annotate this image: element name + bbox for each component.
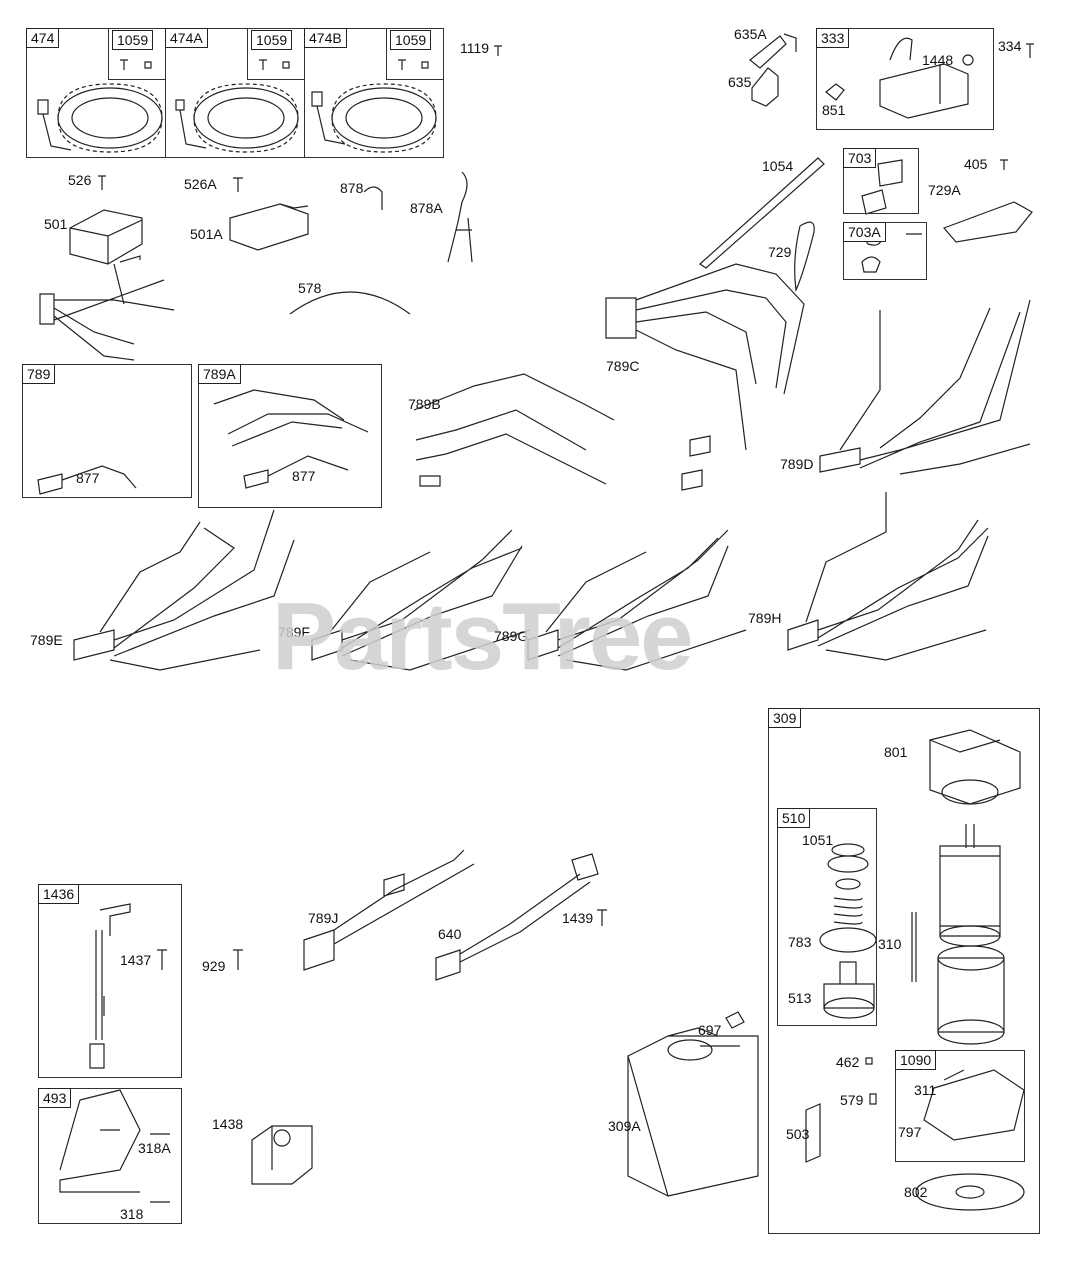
callout-789D[interactable]: 789D <box>780 456 814 472</box>
frame-1436 <box>38 884 182 1078</box>
callout-526A[interactable]: 526A <box>184 176 217 192</box>
stator-474B-drawing <box>312 84 436 152</box>
frame-label-1059-a: 1059 <box>112 30 154 50</box>
frame-789 <box>22 364 192 498</box>
callout-1119[interactable]: 1119 <box>460 40 490 56</box>
callout-526[interactable]: 526 <box>68 172 92 188</box>
callout-789G[interactable]: 789G <box>494 628 529 644</box>
callout-635A[interactable]: 635A <box>734 26 767 42</box>
callout-1439[interactable]: 1439 <box>562 910 594 926</box>
frame-493 <box>38 1088 182 1224</box>
callout-513[interactable]: 513 <box>788 990 812 1006</box>
frame-label-309: 309 <box>768 708 802 728</box>
callout-318A[interactable]: 318A <box>138 1140 171 1156</box>
frame-label-333: 333 <box>816 28 850 48</box>
callout-789J[interactable]: 789J <box>308 910 339 926</box>
frame-510 <box>777 808 877 1026</box>
callout-334[interactable]: 334 <box>998 38 1022 54</box>
callout-501A[interactable]: 501A <box>190 226 223 242</box>
frame-label-703: 703 <box>843 148 877 168</box>
frame-703 <box>843 148 919 214</box>
frame-label-789: 789 <box>22 364 56 384</box>
harness-789F-drawing <box>312 530 530 670</box>
callout-789E[interactable]: 789E <box>30 632 63 648</box>
callout-851[interactable]: 851 <box>822 102 846 118</box>
frame-label-474A: 474A <box>165 28 208 48</box>
frame-333 <box>816 28 994 130</box>
frame-1059-b <box>247 28 305 80</box>
callout-1051[interactable]: 1051 <box>802 832 834 848</box>
harness-789G-drawing <box>528 530 746 670</box>
callout-797[interactable]: 797 <box>898 1124 922 1140</box>
callout-1438[interactable]: 1438 <box>212 1116 244 1132</box>
frame-1059-c <box>386 28 444 80</box>
frame-label-474: 474 <box>26 28 60 48</box>
frame-label-510: 510 <box>777 808 811 828</box>
frame-789A <box>198 364 382 508</box>
frame-label-1059-b: 1059 <box>251 30 293 50</box>
callout-801[interactable]: 801 <box>884 744 908 760</box>
callout-789H[interactable]: 789H <box>748 610 782 626</box>
callout-501[interactable]: 501 <box>44 216 68 232</box>
callout-310[interactable]: 310 <box>878 936 902 952</box>
callout-405[interactable]: 405 <box>964 156 988 172</box>
callout-789F[interactable]: 789F <box>278 624 310 640</box>
callout-640[interactable]: 640 <box>438 926 462 942</box>
frame-label-703A: 703A <box>843 222 886 242</box>
callout-503[interactable]: 503 <box>786 1126 810 1142</box>
callout-877-a[interactable]: 877 <box>76 470 100 486</box>
callout-697[interactable]: 697 <box>698 1022 722 1038</box>
callout-635[interactable]: 635 <box>728 74 752 90</box>
watermark-logo: PartsTree <box>272 583 694 690</box>
callout-579[interactable]: 579 <box>840 1092 864 1108</box>
frame-label-1436: 1436 <box>38 884 80 904</box>
frame-label-493: 493 <box>38 1088 72 1108</box>
callout-929[interactable]: 929 <box>202 958 226 974</box>
stator-474-drawing <box>38 84 162 152</box>
frame-label-789A: 789A <box>198 364 241 384</box>
callout-578[interactable]: 578 <box>298 280 322 296</box>
frame-label-474B: 474B <box>304 28 347 48</box>
frame-309 <box>768 708 1040 1234</box>
callout-311[interactable]: 311 <box>914 1082 937 1098</box>
callout-1437[interactable]: 1437 <box>120 952 152 968</box>
callout-878[interactable]: 878 <box>340 180 364 196</box>
callout-729A[interactable]: 729A <box>928 182 961 198</box>
callout-1448[interactable]: 1448 <box>922 52 954 68</box>
callout-877-b[interactable]: 877 <box>292 468 316 484</box>
callout-729[interactable]: 729 <box>768 244 792 260</box>
frame-1059-a <box>108 28 166 80</box>
frame-1090 <box>895 1050 1025 1162</box>
callout-1054[interactable]: 1054 <box>762 158 794 174</box>
stator-474A-drawing <box>176 84 298 152</box>
callout-802[interactable]: 802 <box>904 1184 928 1200</box>
frame-474B <box>304 28 444 158</box>
callout-783[interactable]: 783 <box>788 934 812 950</box>
callout-318[interactable]: 318 <box>120 1206 144 1222</box>
harness-789E-drawing <box>74 510 294 670</box>
harness-789H-drawing <box>788 492 988 660</box>
frame-label-1090: 1090 <box>895 1050 937 1070</box>
callout-789B[interactable]: 789B <box>408 396 441 412</box>
callout-789C[interactable]: 789C <box>606 358 640 374</box>
callout-309A[interactable]: 309A <box>608 1118 641 1134</box>
callout-462[interactable]: 462 <box>836 1054 860 1070</box>
frame-label-1059-c: 1059 <box>390 30 432 50</box>
callout-878A[interactable]: 878A <box>410 200 443 216</box>
